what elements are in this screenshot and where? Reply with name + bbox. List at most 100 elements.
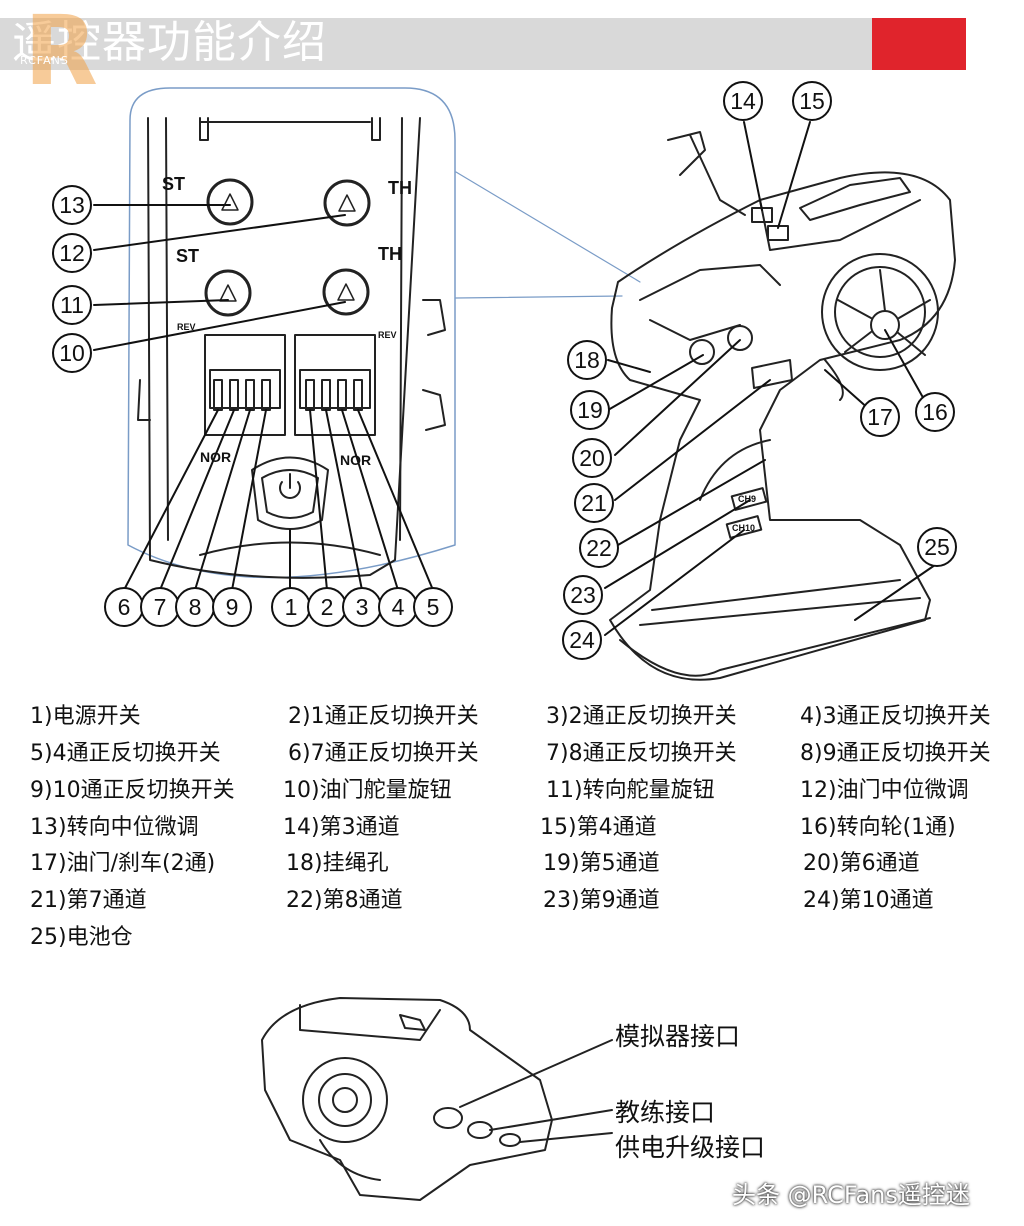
legend-item: 13)转向中位微调 bbox=[30, 815, 199, 840]
nor-label-left: NOR bbox=[200, 449, 231, 465]
rev-label-left: REV bbox=[177, 322, 196, 332]
legend-item: 10)油门舵量旋钮 bbox=[283, 778, 452, 803]
st-label-bottom: ST bbox=[176, 246, 199, 266]
callout-number: 7 bbox=[154, 594, 167, 620]
callout-9: 9 bbox=[212, 587, 252, 627]
callout-number: 14 bbox=[730, 88, 756, 114]
callout-circle bbox=[52, 333, 92, 373]
callout-circle bbox=[792, 81, 832, 121]
callout-number: 21 bbox=[581, 490, 607, 516]
callout-number: 18 bbox=[574, 347, 600, 373]
callout-22: 22 bbox=[579, 528, 619, 568]
callout-7: 7 bbox=[140, 587, 180, 627]
legend-item: 20)第6通道 bbox=[803, 851, 920, 876]
callout-number: 12 bbox=[59, 240, 85, 266]
callout-8: 8 bbox=[175, 587, 215, 627]
trainer-port-label: 教练接口 bbox=[615, 1098, 716, 1127]
legend-item: 4)3通正反切换开关 bbox=[800, 704, 991, 729]
th-label-bottom: TH bbox=[378, 244, 402, 264]
legend-item: 7)8通正反切换开关 bbox=[546, 741, 737, 766]
callout-circle bbox=[570, 390, 610, 430]
callout-12: 12 bbox=[52, 233, 92, 273]
callout-17: 17 bbox=[860, 397, 900, 437]
callout-21: 21 bbox=[574, 483, 614, 523]
legend-item: 2)1通正反切换开关 bbox=[288, 704, 479, 729]
callout-number: 4 bbox=[392, 594, 405, 620]
nor-label-right: NOR bbox=[340, 452, 371, 468]
ch9-label: CH9 bbox=[738, 494, 756, 504]
watermark: 头条 @RCFans遥控迷 bbox=[732, 1181, 970, 1209]
callout-number: 6 bbox=[118, 594, 131, 620]
legend-item: 23)第9通道 bbox=[543, 888, 660, 913]
rcfans-logo: R bbox=[24, 0, 98, 107]
title-banner-accent bbox=[872, 18, 966, 70]
legend-item: 15)第4通道 bbox=[540, 815, 657, 840]
callout-11: 11 bbox=[52, 285, 92, 325]
ch10-label: CH10 bbox=[732, 523, 755, 533]
callout-23: 23 bbox=[563, 575, 603, 615]
callout-number: 11 bbox=[60, 292, 84, 318]
callout-number: 17 bbox=[867, 404, 893, 430]
page-title: 遥控器功能介绍 bbox=[12, 17, 327, 68]
callout-circle bbox=[915, 392, 955, 432]
callout-number: 16 bbox=[922, 399, 948, 425]
callout-number: 13 bbox=[59, 192, 85, 218]
callout-14: 14 bbox=[723, 81, 763, 121]
legend-item: 24)第10通道 bbox=[803, 888, 934, 913]
legend-item: 5)4通正反切换开关 bbox=[30, 741, 221, 766]
legend-item: 16)转向轮(1通) bbox=[800, 815, 956, 840]
th-label-top: TH bbox=[388, 178, 412, 198]
callout-4: 4 bbox=[378, 587, 418, 627]
callout-circle bbox=[579, 528, 619, 568]
transmitter-drawing bbox=[609, 131, 956, 681]
callout-circle bbox=[917, 527, 957, 567]
legend-item: 8)9通正反切换开关 bbox=[800, 741, 991, 766]
callout-19: 19 bbox=[570, 390, 610, 430]
callout-25: 25 bbox=[917, 527, 957, 567]
callout-1: 1 bbox=[271, 587, 311, 627]
callout-circle bbox=[52, 285, 92, 325]
callout-circle bbox=[52, 233, 92, 273]
st-label-top: ST bbox=[162, 174, 185, 194]
callout-10: 10 bbox=[52, 333, 92, 373]
callout-number: 23 bbox=[570, 582, 596, 608]
callout-number: 8 bbox=[189, 594, 202, 620]
rcfans-logo-text: RCFANS bbox=[20, 54, 69, 67]
rear-view-drawing bbox=[261, 997, 613, 1201]
legend-item: 17)油门/刹车(2通) bbox=[30, 851, 216, 876]
legend-item: 11)转向舵量旋钮 bbox=[546, 778, 715, 803]
callout-number: 25 bbox=[924, 534, 950, 560]
legend-item: 6)7通正反切换开关 bbox=[288, 741, 479, 766]
callout-circle bbox=[563, 575, 603, 615]
th-rate-knob bbox=[322, 268, 370, 316]
callout-number: 22 bbox=[586, 535, 612, 561]
callout-2: 2 bbox=[307, 587, 347, 627]
legend-item: 21)第7通道 bbox=[30, 888, 147, 913]
callout-16: 16 bbox=[915, 392, 955, 432]
callout-5: 5 bbox=[413, 587, 453, 627]
st-rate-knob bbox=[204, 269, 252, 317]
callout-13: 13 bbox=[52, 185, 92, 225]
callout-circle bbox=[574, 483, 614, 523]
callout-circle bbox=[562, 620, 602, 660]
legend: 1)电源开关 2)1通正反切换开关 3)2通正反切换开关 4)3通正反切换开关 … bbox=[0, 698, 1024, 958]
callout-circle bbox=[860, 397, 900, 437]
front-panel-drawing bbox=[127, 87, 456, 579]
power-upgrade-port-label: 供电升级接口 bbox=[615, 1133, 766, 1162]
callout-number: 2 bbox=[321, 594, 334, 620]
st-trim-knob bbox=[206, 178, 254, 226]
callout-3: 3 bbox=[342, 587, 382, 627]
callout-number: 3 bbox=[356, 594, 369, 620]
callout-6: 6 bbox=[104, 587, 144, 627]
legend-item: 18)挂绳孔 bbox=[286, 851, 389, 876]
callout-number: 20 bbox=[579, 445, 605, 471]
legend-item: 19)第5通道 bbox=[543, 851, 660, 876]
callout-24: 24 bbox=[562, 620, 602, 660]
legend-item: 3)2通正反切换开关 bbox=[546, 704, 737, 729]
callout-circle bbox=[723, 81, 763, 121]
callout-number: 9 bbox=[226, 594, 239, 620]
simulator-port-label: 模拟器接口 bbox=[615, 1022, 741, 1051]
callout-circle bbox=[572, 438, 612, 478]
legend-item: 1)电源开关 bbox=[30, 704, 141, 729]
